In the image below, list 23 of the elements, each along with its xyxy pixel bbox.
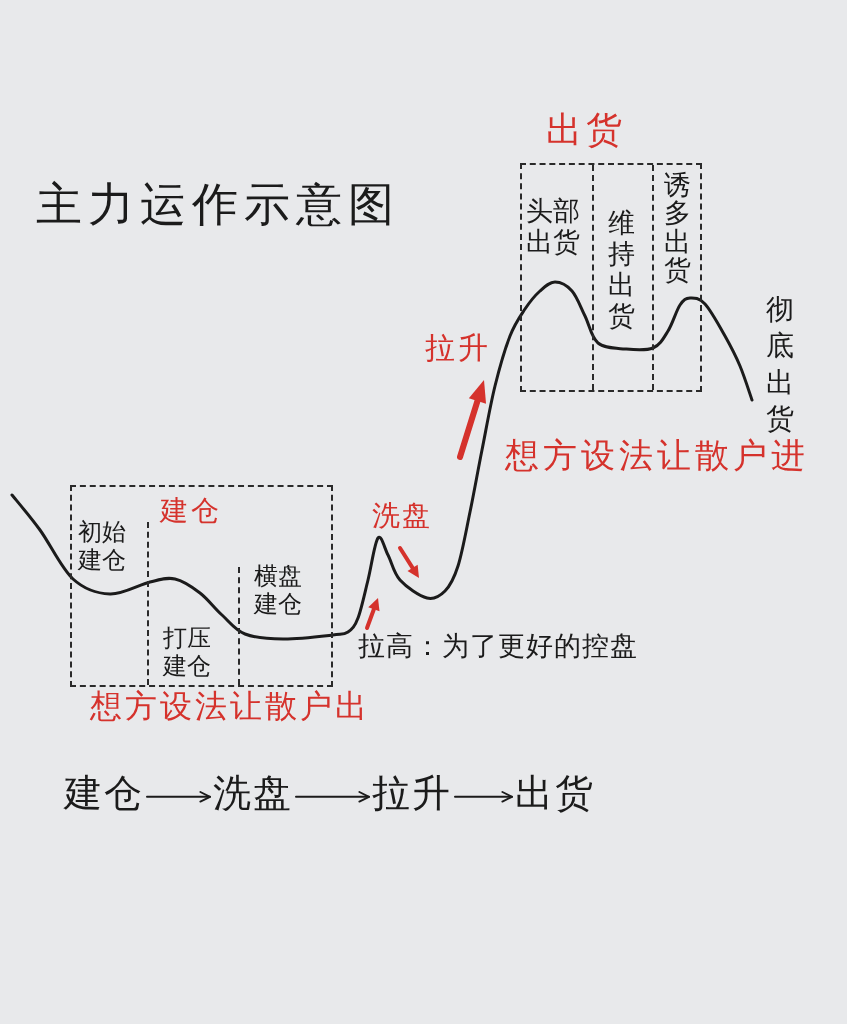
arrow: [146, 791, 211, 803]
arrow: [454, 791, 513, 803]
phase-label: 维持出货: [608, 207, 636, 332]
phase-label: 打压建仓: [163, 625, 212, 681]
annotation-text: 拉高：为了更好的控盘: [358, 630, 638, 662]
stage-label: 拉升: [372, 772, 452, 816]
caption-text: 想方设法让散户出: [90, 688, 370, 725]
section-heading: 出货: [546, 109, 626, 151]
phase-label: 诱多出货: [664, 171, 692, 285]
annotation-text: 拉升: [425, 331, 491, 366]
annotation-text: 洗盘: [372, 500, 432, 533]
stage-label: 出货: [515, 772, 595, 816]
phase-label: 头部出货: [526, 195, 581, 258]
stage-label: 建仓: [64, 772, 144, 816]
arrow: [295, 791, 370, 803]
phase-label: 横盘建仓: [254, 563, 303, 619]
caption-text: 想方设法让散户进: [505, 436, 809, 476]
title-text: 主力运作示意图: [36, 178, 400, 231]
stage-label: 洗盘: [213, 772, 293, 816]
phase-label: 初始建仓: [78, 519, 127, 575]
annotation-text: 彻底出货: [766, 292, 795, 438]
section-heading: 建仓: [160, 495, 222, 528]
dashed-frame: [70, 485, 333, 687]
